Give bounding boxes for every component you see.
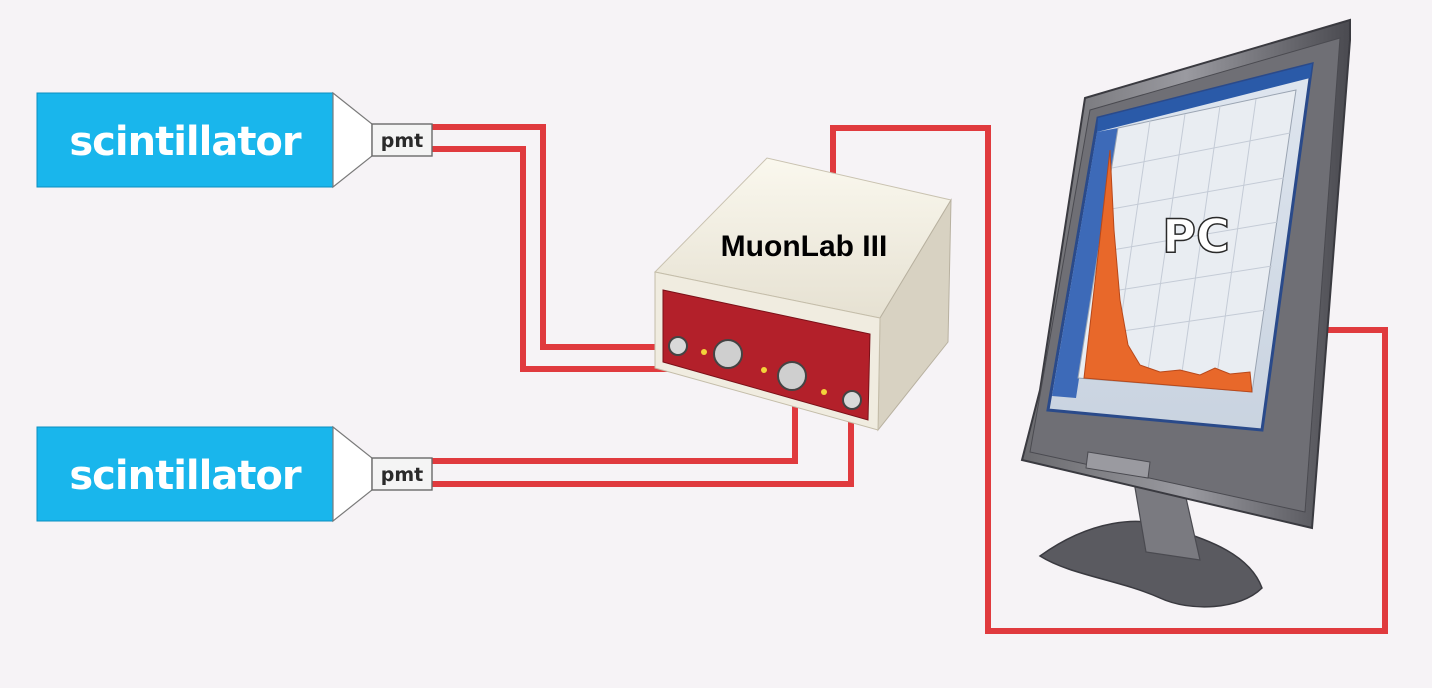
cable-pmt2-lower (432, 406, 854, 487)
pc-monitor: PC (1020, 18, 1351, 608)
screen-grid (1087, 98, 1291, 390)
screen-histogram (1083, 149, 1253, 393)
pmt1-input-connector (668, 336, 688, 356)
muonlab-device: MuonLab III (653, 157, 952, 432)
screen-sidebar (1052, 128, 1118, 398)
device-front-panel (662, 289, 871, 421)
pmt-2 (371, 457, 433, 491)
cable-pmt1-upper (432, 124, 672, 350)
cables (432, 124, 1388, 634)
indicator-led-1 (701, 349, 707, 355)
detector-1: scintillator pmt (36, 91, 433, 189)
light-guide-1 (332, 91, 373, 189)
scintillator-2-label: scintillator (69, 453, 302, 499)
pmt2-control-connector (777, 361, 807, 391)
cable-pmt2-upper (432, 388, 798, 464)
cable-device-to-pc (830, 125, 1388, 634)
screen-title-bar (1097, 64, 1312, 132)
monitor-stand-base (1038, 520, 1263, 608)
pmt1-control-connector (713, 339, 743, 369)
scintillator-2 (36, 426, 334, 522)
monitor-control-strip (1085, 451, 1151, 479)
pmt-2-label: pmt (381, 464, 423, 486)
scintillator-1 (36, 92, 334, 188)
pmt-1-label: pmt (381, 130, 423, 152)
cable-pmt1-lower (432, 146, 730, 372)
device-label: MuonLab III (721, 230, 888, 263)
detector-2: scintillator pmt (36, 425, 433, 523)
pmt2-input-connector (842, 390, 862, 410)
light-guide-2 (332, 425, 373, 523)
pc-label: PC (1162, 209, 1229, 263)
scintillator-1-label: scintillator (69, 119, 302, 165)
pmt-1 (371, 123, 433, 157)
indicator-led-3 (821, 389, 827, 395)
indicator-led-2 (761, 367, 767, 373)
